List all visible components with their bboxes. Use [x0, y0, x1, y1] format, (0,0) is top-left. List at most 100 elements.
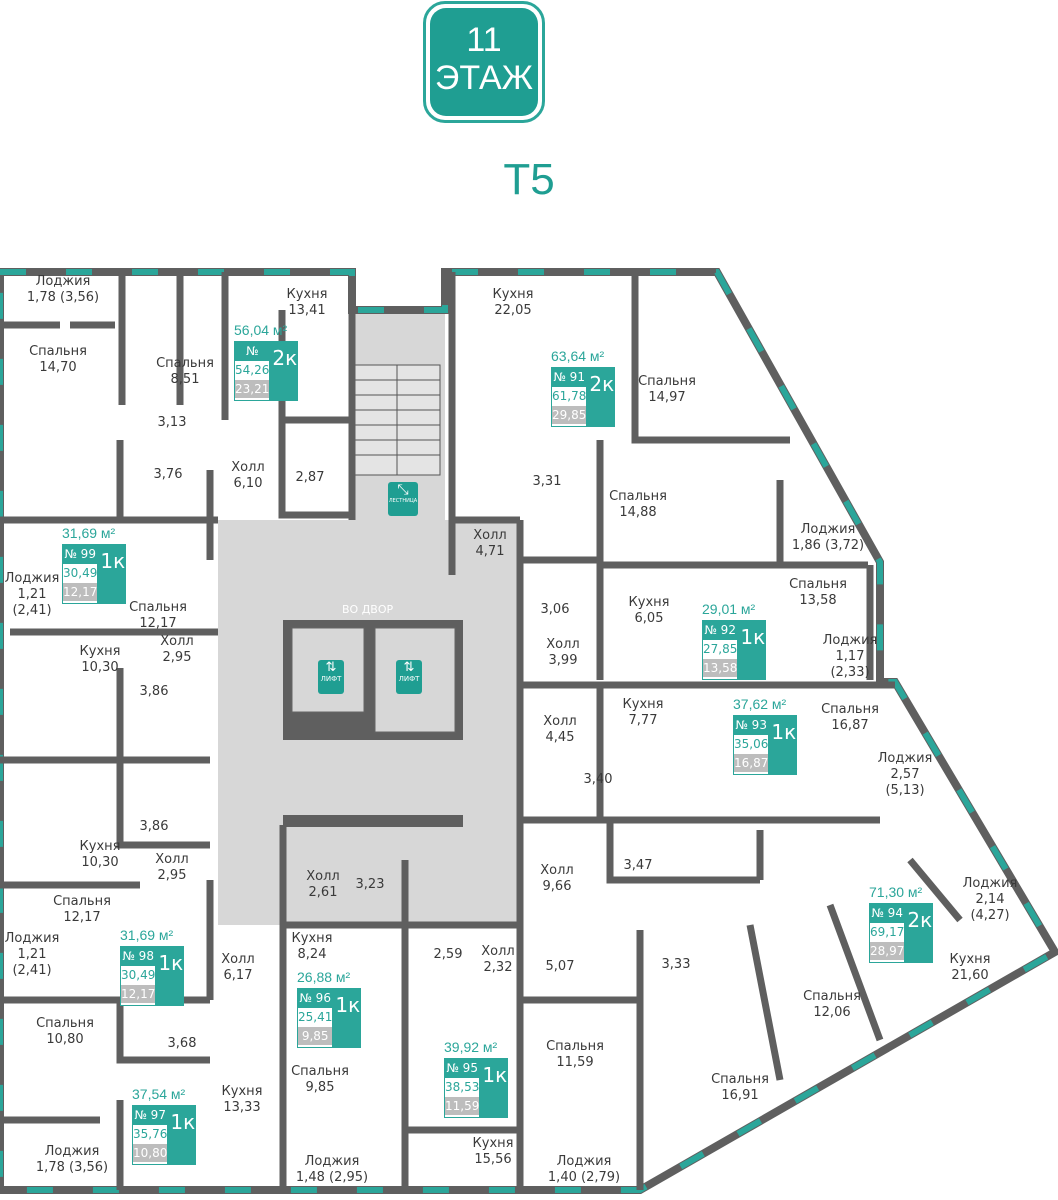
apartment-badge[interactable]: 31,69 м² № 99 30,49 12,17 1к: [62, 525, 126, 604]
apartment-extra-area: 12,17: [121, 985, 156, 1003]
apartment-number: № 96: [298, 989, 333, 1008]
room-label: 3,76: [154, 467, 183, 483]
room-area: 3,06: [540, 602, 570, 617]
room-name: Спальня: [129, 600, 187, 615]
room-area: 14,88: [619, 505, 657, 520]
room-name: Кухня: [286, 287, 328, 302]
apartment-total-area: 37,62 м²: [733, 696, 787, 712]
floor-number: 11: [466, 21, 502, 59]
apartment-badge[interactable]: 31,69 м² № 98 30,49 12,17 1к: [120, 927, 184, 1006]
apartment-badge[interactable]: 39,92 м² № 95 38,53 11,59 1к: [444, 1039, 508, 1118]
room-area: 9,66: [542, 879, 572, 894]
room-name: Спальня: [803, 989, 861, 1004]
apartment-room-count: 1к: [100, 549, 126, 573]
room-area: 2,14: [975, 892, 1005, 907]
apartment-room-count: 1к: [740, 625, 766, 649]
apartment-room-count: 1к: [771, 720, 797, 744]
apartment-info-box: № 94 69,17 28,97 2к: [869, 903, 933, 963]
room-name: Лоджия: [35, 274, 91, 289]
apartment-living-area: 25,41: [298, 1010, 333, 1024]
room-area: 16,87: [831, 718, 869, 733]
room-area: 16,91: [721, 1088, 759, 1103]
room-name: Кухня: [472, 1136, 514, 1151]
apartment-extra-area: 12,17: [63, 583, 98, 601]
apartment-number: № 93: [734, 716, 769, 735]
room-area: 3,23: [355, 877, 385, 892]
apartment-number: № 94: [870, 904, 905, 923]
apartment-badge[interactable]: 71,30 м² № 94 69,17 28,97 2к: [869, 884, 933, 963]
lift-label-1: ЛИФТ: [320, 675, 342, 683]
room-area: 2,59: [433, 947, 463, 962]
apartment-living-area: 61,78: [552, 389, 587, 403]
room-area: 12,06: [813, 1005, 851, 1020]
room-area: 1,21: [17, 947, 47, 962]
room-name: Кухня: [949, 952, 991, 967]
apartment-room-count: 2к: [272, 346, 298, 370]
room-name: Кухня: [221, 1084, 263, 1099]
apartment-badge[interactable]: 56,04 м² № 100 54,26 23,21 2к: [234, 322, 298, 401]
room-area: 14,70: [39, 360, 77, 375]
room-area: 3,33: [661, 957, 691, 972]
room-label: 3,40: [584, 772, 613, 788]
apartment-badge[interactable]: 29,01 м² № 92 27,85 13,58 1к: [702, 601, 766, 680]
apartment-info-box: № 99 30,49 12,17 1к: [62, 544, 126, 604]
room-area: 1,78 (3,56): [35, 1160, 109, 1175]
lift-sign: ⇅ЛИФТ: [396, 660, 422, 694]
room-area: 6,05: [634, 611, 664, 626]
room-area: 1,21: [17, 587, 47, 602]
room-name: Холл: [543, 714, 577, 729]
apartment-room-count: 2к: [907, 908, 933, 932]
apartment-extra-area: 28,97: [870, 942, 905, 960]
room-area: 4,71: [475, 544, 505, 559]
room-area: 3,99: [548, 653, 578, 668]
apartment-living-area: 35,76: [133, 1127, 168, 1141]
room-name: Спальня: [546, 1039, 604, 1054]
room-name: Лоджия: [4, 571, 60, 586]
apartment-number: № 100: [235, 342, 270, 377]
room-label: 3,47: [624, 858, 653, 874]
apartment-extra-area: 10,80: [133, 1144, 168, 1162]
apartment-badge[interactable]: 37,54 м² № 97 35,76 10,80 1к: [132, 1086, 196, 1165]
apartment-total-area: 29,01 м²: [702, 601, 756, 617]
room-area2: (5,13): [885, 783, 925, 798]
apartment-extra-area: 9,85: [298, 1027, 333, 1045]
room-label: 2,87: [296, 470, 325, 486]
apartment-badge[interactable]: 37,62 м² № 93 35,06 16,87 1к: [733, 696, 797, 775]
room-area: 1,17: [835, 649, 865, 664]
room-name: Кухня: [492, 287, 534, 302]
room-area: 9,85: [305, 1080, 335, 1095]
room-area: 22,05: [494, 303, 532, 318]
room-area: 3,40: [583, 772, 613, 787]
room-area: 3,47: [623, 858, 653, 873]
apartment-number: № 91: [552, 368, 587, 387]
apartment-badge[interactable]: 26,88 м² № 96 25,41 9,85 1к: [297, 969, 361, 1048]
stairs-sign: ⤡ЛЕСТНИЦА: [388, 482, 418, 516]
room-name: Кухня: [79, 839, 121, 854]
apartment-total-area: 71,30 м²: [869, 884, 923, 900]
apartment-living-area: 69,17: [870, 925, 905, 939]
room-area: 1,48 (2,95): [295, 1170, 369, 1185]
apartment-badge[interactable]: 63,64 м² № 91 61,78 29,85 2к: [551, 348, 615, 427]
room-label: 3,68: [168, 1036, 197, 1052]
apartment-extra-area: 23,21: [235, 380, 270, 398]
room-area: 2,95: [157, 868, 187, 883]
apartment-total-area: 31,69 м²: [62, 525, 116, 541]
apartment-info-box: № 91 61,78 29,85 2к: [551, 367, 615, 427]
